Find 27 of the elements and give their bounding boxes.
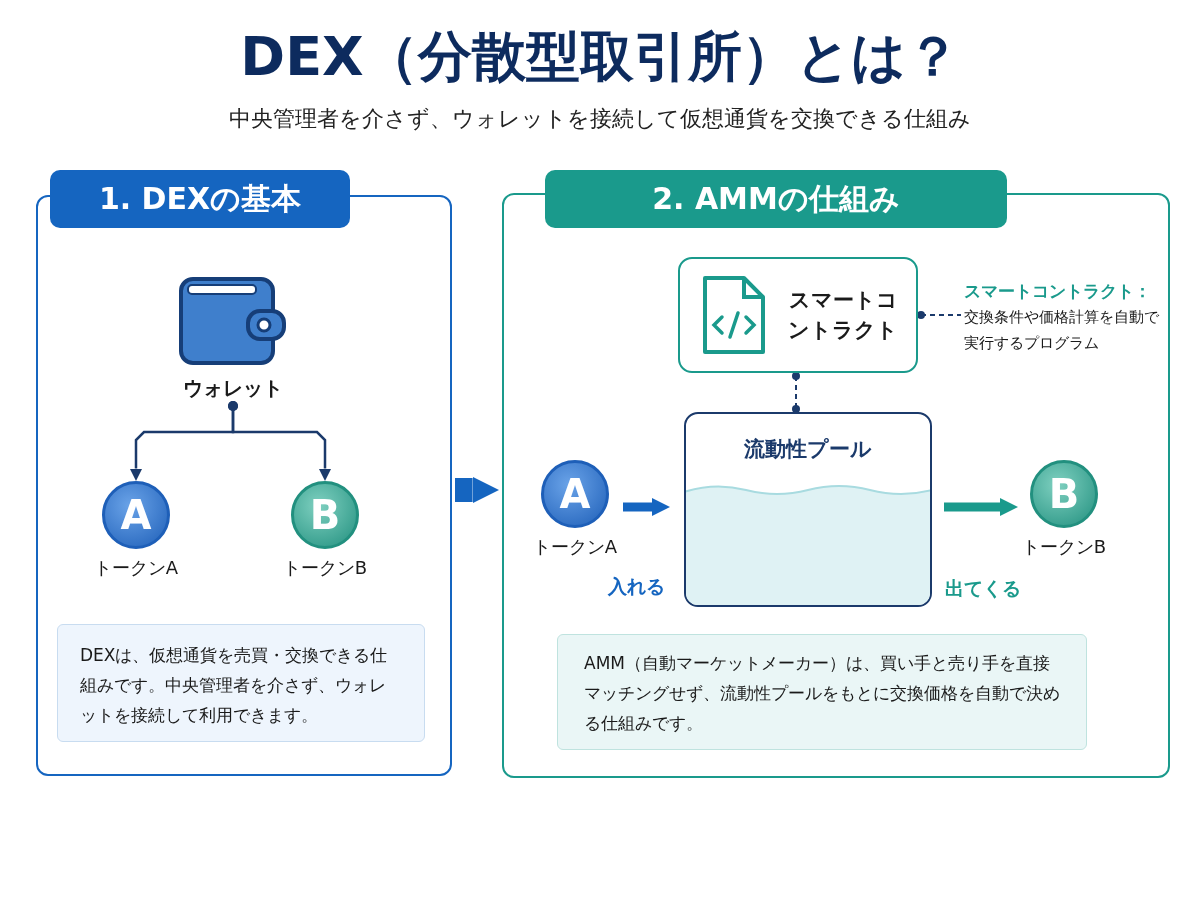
token-circle: A <box>541 460 609 528</box>
dotted-connector <box>917 311 962 319</box>
panel-tab: 1. DEXの基本 <box>50 170 350 228</box>
contract-label: スマートコントラクト <box>787 287 899 344</box>
note-heading: スマートコントラクト： <box>964 280 1152 303</box>
note-text: 交換条件や価格計算を自動で実行するプログラム <box>964 307 1160 354</box>
token-circle: B <box>291 481 359 549</box>
arrow <box>623 498 670 516</box>
panel-tab: 2. AMMの仕組み <box>545 170 1007 228</box>
title: DEX（分散型取引所）とは？ <box>239 24 961 90</box>
description-box: AMM（自動マーケットメーカー）は、買い手と売り手を直接マッチングせず、流動性プールをもとに交換価格を自動で決める仕組みです。 <box>557 634 1087 750</box>
description-box: DEXは、仮想通貨を売買・交換できる仕組みです。中央管理者を介さず、ウォレットを接続して利用できます。 <box>57 624 425 742</box>
subtitle: 中央管理者を介さず、ウォレットを接続して仮想通貨を交換できる仕組み <box>228 105 972 133</box>
contract-box <box>678 257 918 373</box>
token-circle: B <box>1030 460 1098 528</box>
token-circle: A <box>102 481 170 549</box>
pool-box <box>684 412 932 607</box>
wallet-label: ウォレット <box>182 375 284 402</box>
pool-title: 流動性プール <box>742 436 873 463</box>
token-label: トークンA <box>531 535 619 559</box>
token-label: トークンA <box>92 556 180 580</box>
arrow <box>455 476 499 504</box>
token-label: トークンB <box>281 556 369 580</box>
dotted-connector <box>792 372 800 413</box>
arrow <box>228 401 332 481</box>
arrow <box>944 498 1018 516</box>
token-label: トークンB <box>1020 535 1108 559</box>
